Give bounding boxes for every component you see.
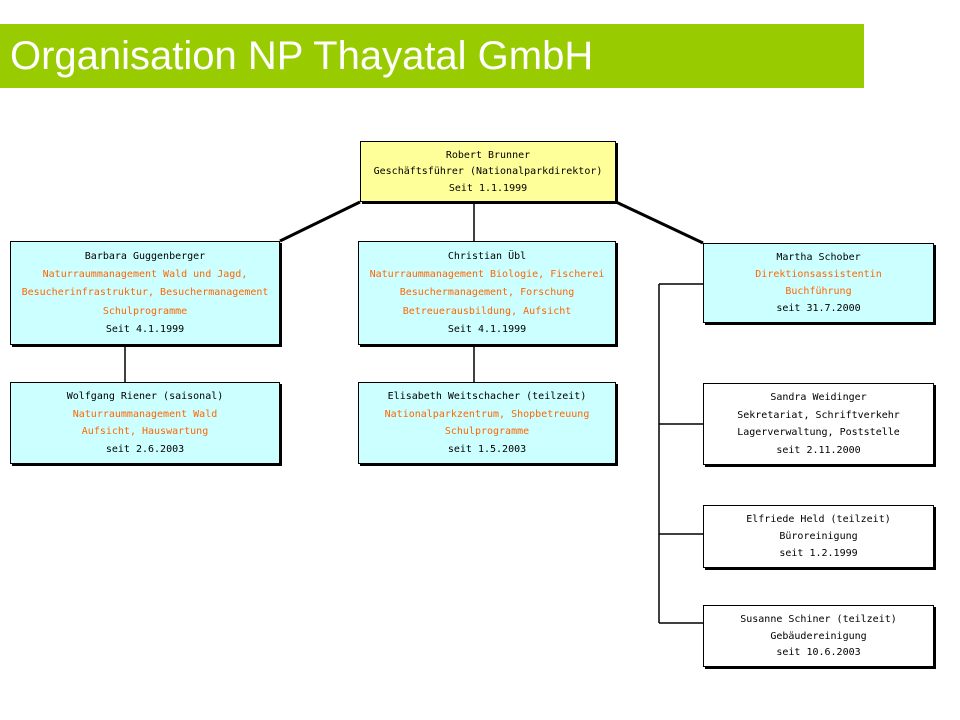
- person-duty: Nationalparkzentrum, Shopbetreuung: [384, 408, 590, 420]
- org-box-director: Robert Brunner Geschäftsführer (National…: [360, 141, 616, 202]
- person-duty: Buchführung: [785, 286, 852, 297]
- person-since: Seit 4.1.1999: [105, 323, 185, 335]
- person-since: seit 1.5.2003: [447, 443, 527, 455]
- person-since: seit 10.6.2003: [776, 647, 861, 659]
- person-since: seit 2.11.2000: [776, 444, 861, 456]
- person-name: Sandra Weidinger: [770, 392, 867, 404]
- person-since: Seit 4.1.1999: [447, 323, 527, 335]
- person-name: Elfriede Held (teilzeit): [746, 514, 891, 525]
- person-duty: Betreuerausbildung, Aufsicht: [402, 305, 572, 317]
- page-title: Organisation NP Thayatal GmbH: [10, 34, 594, 78]
- person-duty: Lagerverwaltung, Poststelle: [737, 427, 900, 439]
- person-duty: Besucherinfrastruktur, Besuchermanagemen…: [21, 287, 269, 299]
- person-name: Martha Schober: [776, 252, 861, 263]
- person-since: seit 2.6.2003: [105, 443, 185, 455]
- person-duty: Schulprogramme: [102, 305, 188, 317]
- person-name: Barbara Guggenberger: [84, 251, 206, 263]
- org-box-uebl: Christian Übl Naturraummanagement Biolog…: [358, 241, 616, 345]
- org-box-weitschacher: Elisabeth Weitschacher (teilzeit) Nation…: [358, 382, 616, 464]
- org-box-schober: Martha Schober Direktionsassistentin Buc…: [703, 243, 934, 323]
- person-name: Susanne Schiner (teilzeit): [740, 613, 897, 625]
- org-box-guggenberger: Barbara Guggenberger Naturraummanagement…: [10, 241, 280, 345]
- person-duty: Direktionsassistentin: [755, 269, 882, 280]
- org-box-riener: Wolfgang Riener (saisonal) Naturraummana…: [10, 382, 280, 464]
- person-role: Geschäftsführer (Nationalparkdirektor): [373, 166, 603, 177]
- person-since: seit 31.7.2000: [776, 303, 861, 314]
- org-box-schiner: Susanne Schiner (teilzeit) Gebäudereinig…: [703, 605, 934, 667]
- person-duty: Büroreinigung: [779, 531, 858, 542]
- connector-director-schober: [615, 200, 704, 245]
- person-duty: Naturraummanagement Wald: [72, 408, 218, 420]
- person-name: Christian Übl: [447, 251, 527, 263]
- person-since: Seit 1.1.1999: [448, 182, 528, 194]
- person-name: Wolfgang Riener (saisonal): [66, 391, 224, 403]
- person-duty: Naturraummanagement Wald und Jagd,: [42, 269, 248, 281]
- org-box-held: Elfriede Held (teilzeit) Büroreinigung s…: [703, 505, 934, 568]
- person-name: Elisabeth Weitschacher (teilzeit): [387, 391, 587, 403]
- person-duty: Besuchermanagement, Forschung: [399, 287, 575, 299]
- person-duty: Gebäudereinigung: [770, 630, 867, 642]
- person-duty: Aufsicht, Hauswartung: [81, 426, 209, 438]
- org-box-weidinger: Sandra Weidinger Sekretariat, Schriftver…: [703, 383, 934, 465]
- person-duty: Naturraummanagement Biologie, Fischerei: [369, 269, 605, 281]
- person-name: Robert Brunner: [445, 149, 531, 161]
- title-bar: Organisation NP Thayatal GmbH: [0, 24, 864, 88]
- person-duty: Schulprogramme: [444, 426, 530, 438]
- person-duty: Sekretariat, Schriftverkehr: [737, 409, 900, 421]
- person-since: seit 1.2.1999: [779, 548, 858, 559]
- connector-director-guggenberger: [279, 200, 361, 243]
